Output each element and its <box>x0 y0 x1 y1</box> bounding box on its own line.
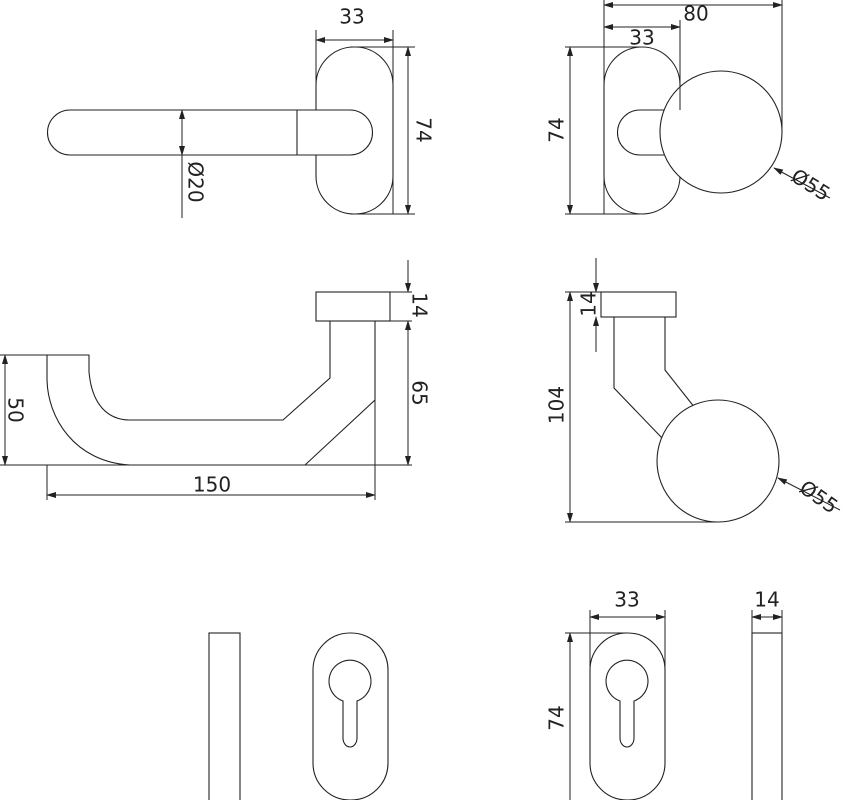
dimension-label: 33 <box>339 5 364 29</box>
lever-side-view: 50 65 14 150 <box>0 260 432 500</box>
escutcheon-left <box>312 632 389 800</box>
knob-side <box>656 399 780 523</box>
keyhole-right <box>605 659 649 748</box>
diameter-leader <box>773 167 831 199</box>
knob-side-view: 104 14 Ø55 <box>545 258 843 523</box>
keyhole-left <box>328 659 372 748</box>
diameter-leader <box>777 477 841 511</box>
dimension-label: 14 <box>577 291 601 316</box>
escutcheon-views: 33 74 14 <box>208 588 783 800</box>
dimension-label: 150 <box>193 473 231 497</box>
dimension-label: 74 <box>412 117 436 142</box>
dimension-label: Ø55 <box>787 164 835 206</box>
dimension-label: 33 <box>629 26 654 50</box>
lever-top-view: 33 74 Ø20 <box>46 5 436 218</box>
dimension-label: 104 <box>545 386 569 424</box>
dimension-label: 74 <box>545 117 569 142</box>
knob-rose-side <box>600 291 677 318</box>
lever-rose-side <box>315 291 391 322</box>
dimension-label: 14 <box>408 292 432 317</box>
escutcheon-side-left <box>208 632 241 800</box>
dimension-label: Ø55 <box>795 475 843 518</box>
dimension-label: 65 <box>408 380 432 405</box>
escutcheon-right <box>589 632 666 800</box>
lever-body <box>46 321 376 466</box>
dimension-label: 33 <box>614 588 639 612</box>
knob <box>659 70 783 194</box>
knob-top-view: 80 33 74 Ø55 <box>545 0 835 215</box>
dimension-label: Ø20 <box>184 161 208 202</box>
knob-neck <box>616 109 665 156</box>
escutcheon-side-right <box>751 632 783 800</box>
knob-neck-side <box>613 317 696 439</box>
dimension-label: 50 <box>4 397 28 422</box>
dimension-label: 80 <box>683 2 708 26</box>
dimension-label: 14 <box>754 588 779 612</box>
dimension-label: 74 <box>545 705 569 730</box>
lever-bar <box>46 109 374 156</box>
